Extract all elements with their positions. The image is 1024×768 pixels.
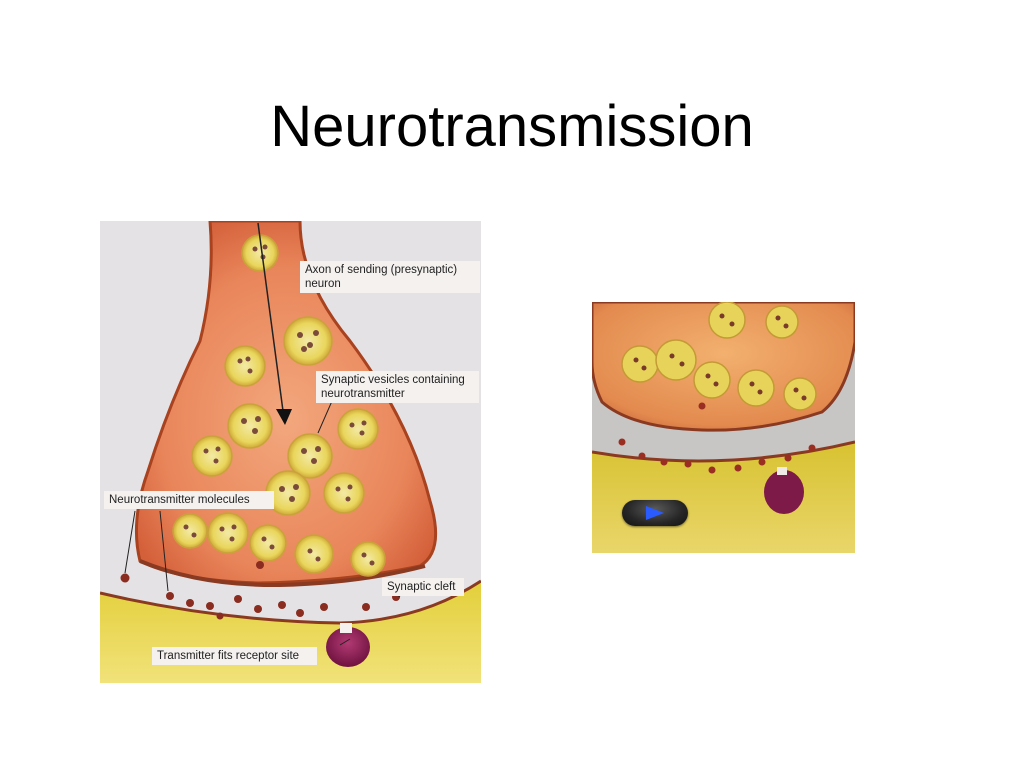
slide-title: Neurotransmission (270, 94, 754, 159)
play-icon (646, 506, 664, 520)
play-button[interactable] (622, 500, 688, 526)
synapse-video-thumbnail (592, 302, 855, 553)
label-cleft: Synaptic cleft (382, 578, 464, 596)
synapse-diagram: Axon of sending (presynaptic) neuron Syn… (100, 221, 481, 683)
label-receptor: Transmitter fits receptor site (152, 647, 317, 665)
synapse-close-up-illustration (592, 302, 855, 553)
label-molecules: Neurotransmitter molecules (104, 491, 274, 509)
label-vesicles: Synaptic vesicles containing neurotransm… (316, 371, 479, 403)
label-axon: Axon of sending (presynaptic) neuron (300, 261, 480, 293)
